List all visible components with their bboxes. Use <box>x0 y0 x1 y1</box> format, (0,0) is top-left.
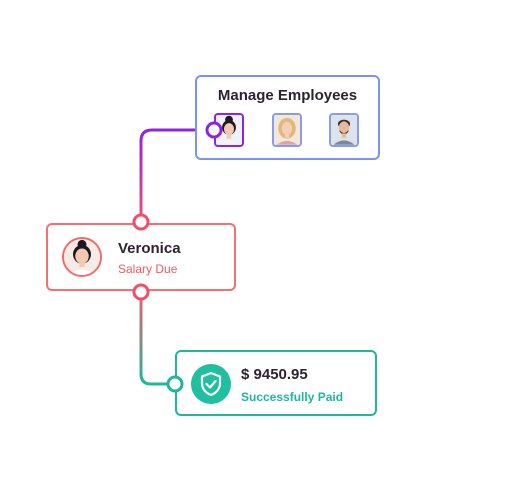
connector-node-employee-top <box>132 213 150 231</box>
salary-status: Salary Due <box>118 262 178 276</box>
shield-check-icon <box>191 364 231 404</box>
connector-employee-to-payment <box>139 292 175 386</box>
employee-name: Veronica <box>118 240 181 257</box>
woman-blonde-avatar <box>274 115 300 145</box>
employee-avatar-3[interactable] <box>329 113 359 147</box>
avatar <box>62 237 102 277</box>
man-avatar <box>331 115 357 145</box>
payment-amount: $ 9450.95 <box>241 366 308 383</box>
manage-employees-title: Manage Employees <box>217 87 358 104</box>
woman-bun-avatar <box>64 239 100 275</box>
payment-status: Successfully Paid <box>241 390 344 404</box>
employee-avatar-2[interactable] <box>272 113 302 147</box>
connector-node-employee-bottom <box>132 283 150 301</box>
connector-node-payment <box>166 375 184 393</box>
manage-employees-card: Manage Employees <box>195 75 380 160</box>
connector-node-manage <box>205 121 223 139</box>
connector-manage-to-employee <box>139 128 214 222</box>
